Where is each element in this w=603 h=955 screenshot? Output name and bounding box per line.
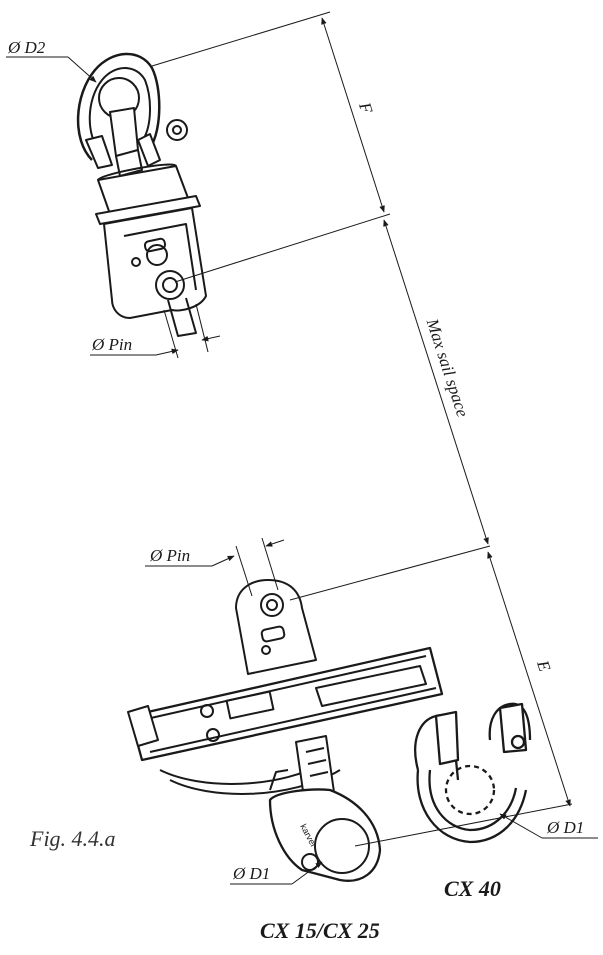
dim-max-sail-line xyxy=(383,219,489,545)
label-pin-bottom: Ø Pin xyxy=(150,546,191,565)
dim-e-line xyxy=(487,551,571,807)
label-d1-right: Ø D1 xyxy=(547,818,585,837)
dimension-lines xyxy=(6,11,598,885)
top-shackle-bow xyxy=(76,52,161,161)
top-swivel-assembly xyxy=(76,52,207,337)
model-label-cx40: CX 40 xyxy=(444,876,501,901)
label-pin-top: Ø Pin xyxy=(92,335,133,354)
dim-f-line xyxy=(321,17,385,213)
model-label-cx15-cx25: CX 15/CX 25 xyxy=(260,918,380,943)
label-d1-left: Ø D1 xyxy=(233,864,271,883)
label-d2: Ø D2 xyxy=(8,38,46,57)
bottom-furler-assembly: karver xyxy=(127,579,444,882)
figure-caption: Fig. 4.4.a xyxy=(30,826,116,851)
